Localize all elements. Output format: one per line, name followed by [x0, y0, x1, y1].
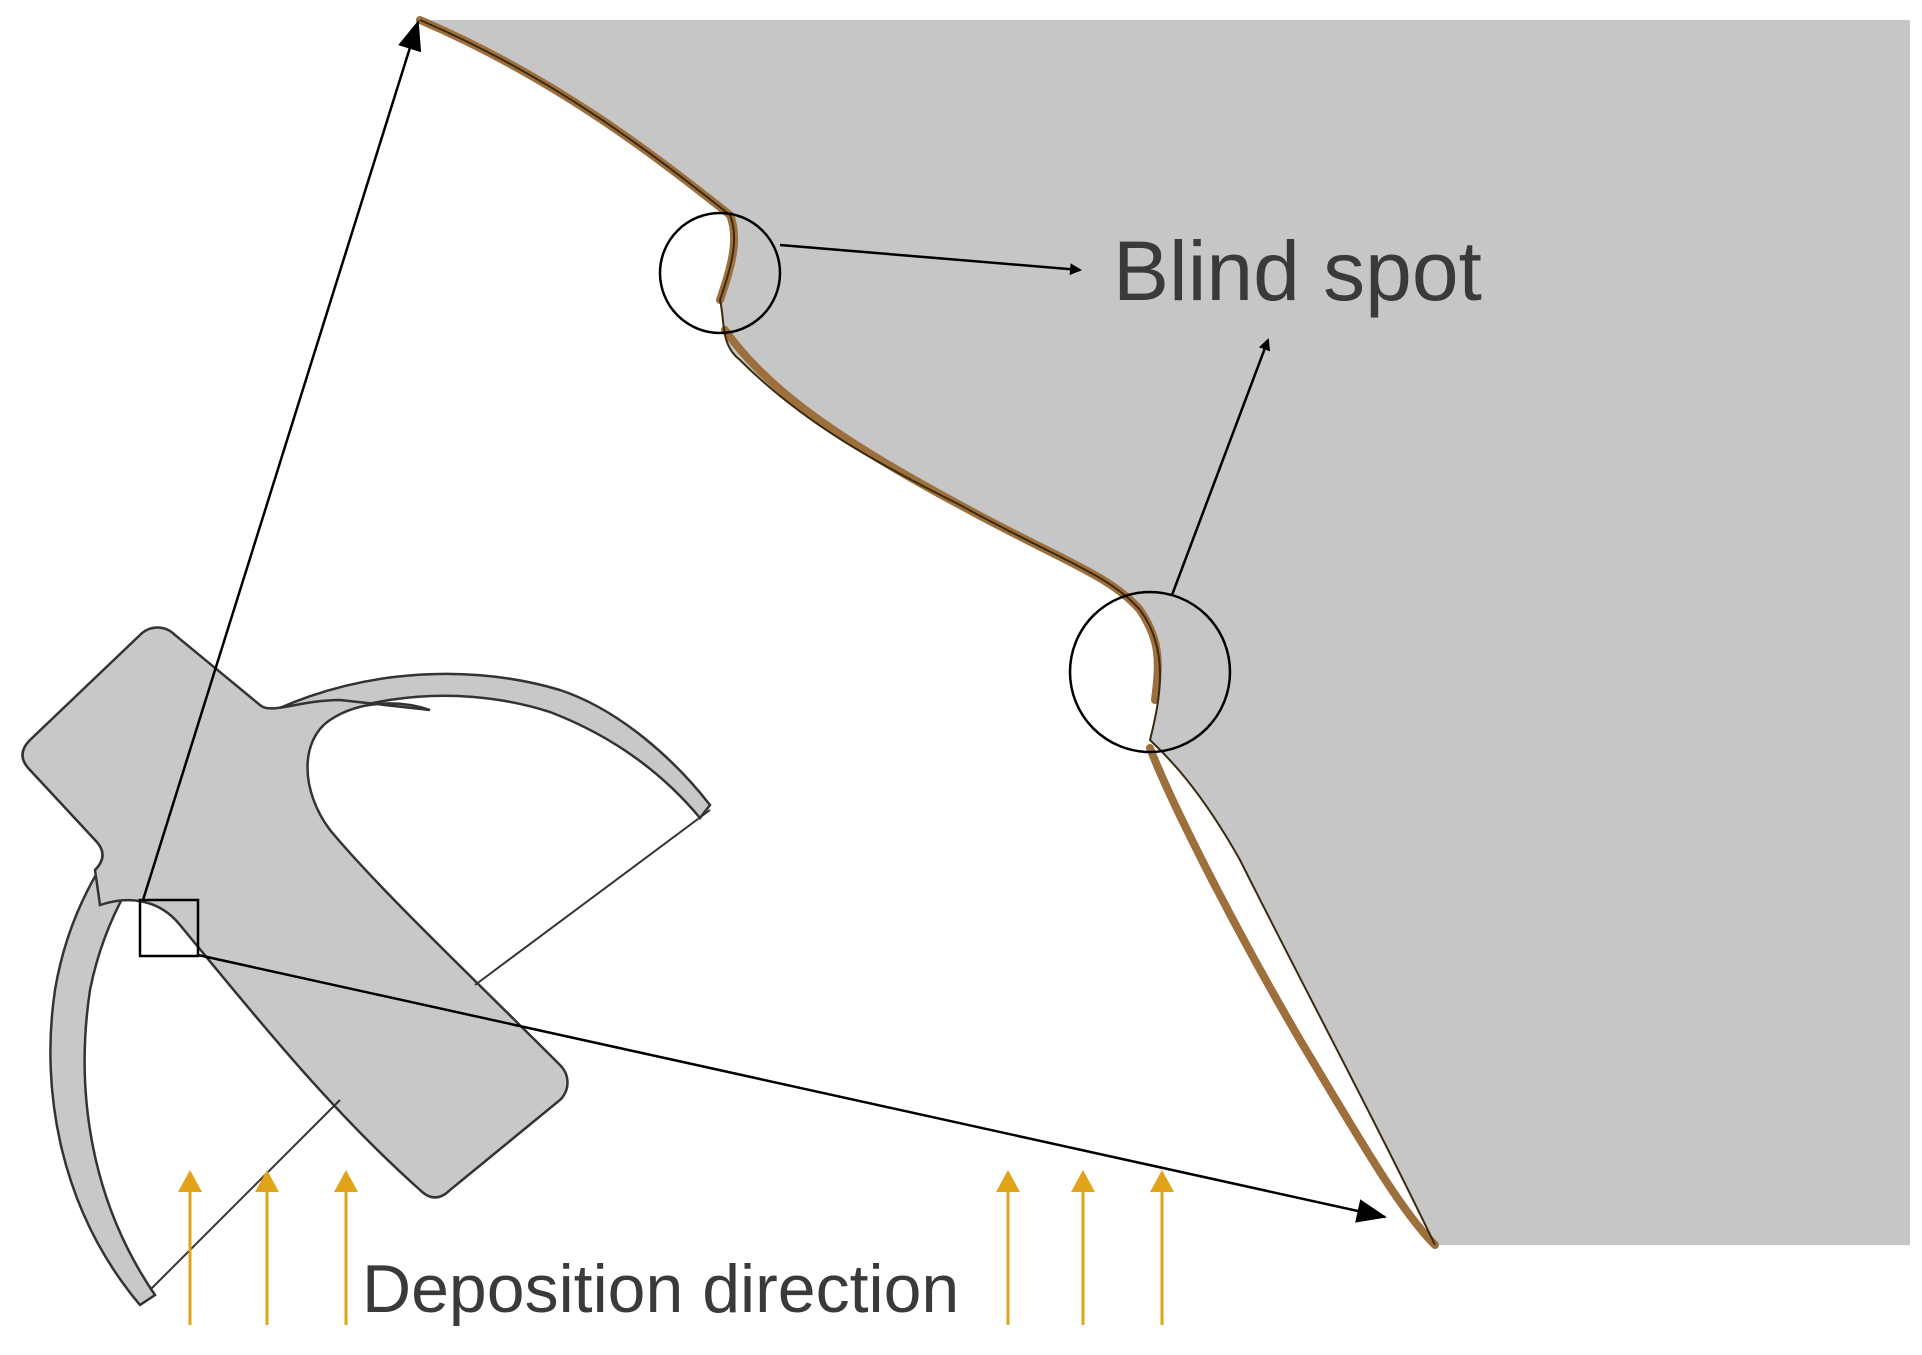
deposition-arrows: [178, 1170, 1174, 1325]
deposition-arrow-6: [1150, 1170, 1174, 1325]
zoom-box: [138, 898, 200, 958]
deposition-arrow-3: [334, 1170, 358, 1325]
blind-spot-circle-lower: [1068, 590, 1232, 754]
deposition-arrow-5: [1071, 1170, 1095, 1325]
substrate: [420, 20, 1910, 1245]
blind-spot-label: Blind spot: [1113, 224, 1482, 318]
deposition-arrow-1: [178, 1170, 202, 1325]
magnification-line-bottom: [197, 953, 1387, 1223]
deposition-direction-label: Deposition direction: [362, 1251, 959, 1327]
coating-layer-lower: [1146, 744, 1439, 1249]
blind-spot-arrow-upper: [779, 243, 1082, 276]
deposition-arrow-2: [255, 1170, 279, 1325]
deposition-arrow-4: [996, 1170, 1020, 1325]
part-body: [21, 626, 569, 1199]
part-guide-line-lower: [149, 1099, 341, 1291]
blind-spot-arrow-lower: [1170, 338, 1271, 596]
magnification-line-top: [141, 20, 422, 901]
part-guide-line-upper: [474, 809, 711, 986]
blind-spot-circle-upper: [658, 211, 782, 335]
part-curved-shell: [49, 672, 712, 1307]
